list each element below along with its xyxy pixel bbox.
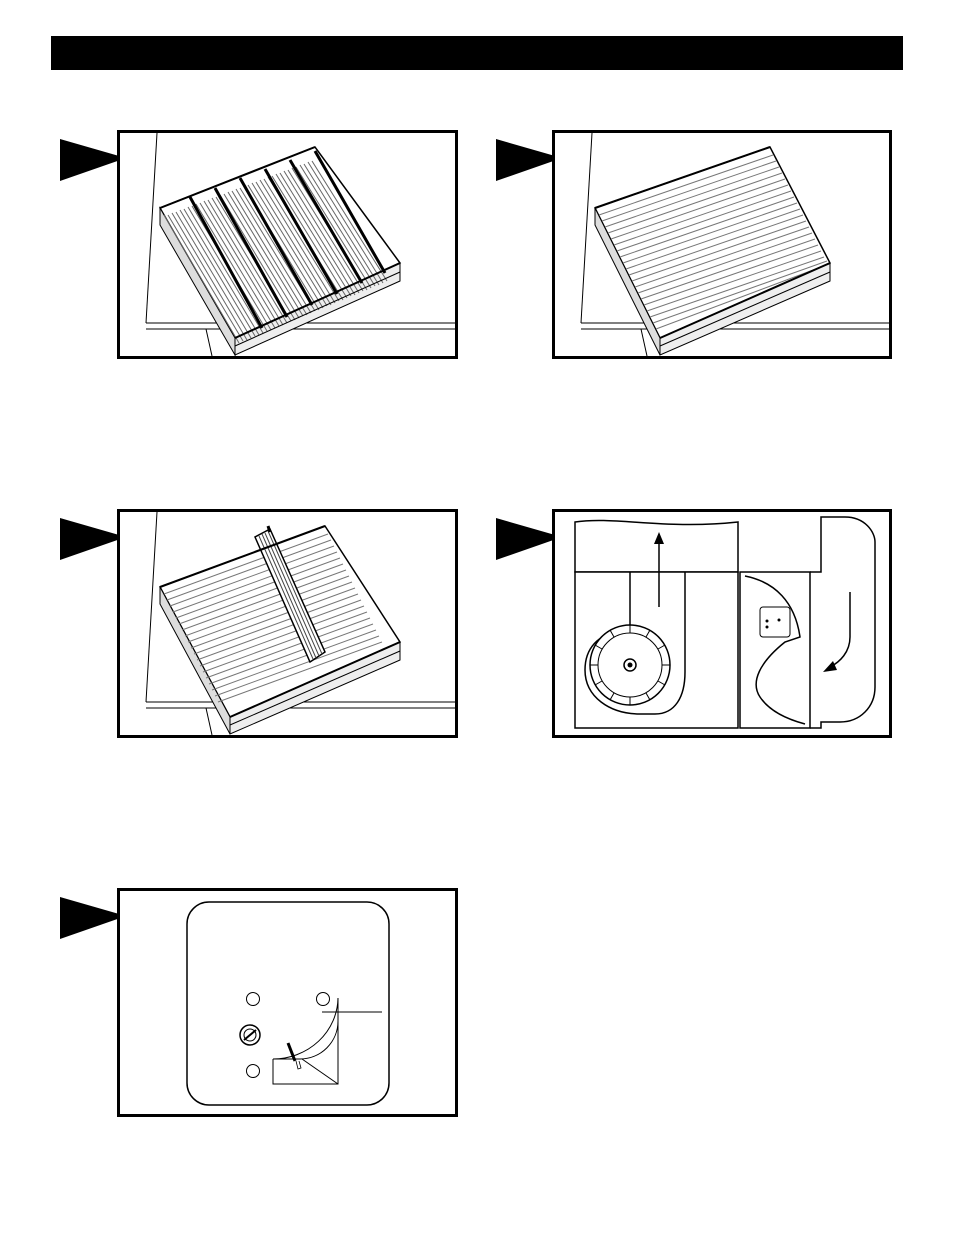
figure-5-control-knob-panel bbox=[117, 888, 458, 1117]
figure-1-filter-grille-with-bars bbox=[117, 130, 458, 359]
section-header-bar bbox=[51, 36, 903, 70]
section-header-title bbox=[51, 36, 52, 37]
figure-4-airflow-blower-diagram bbox=[552, 509, 892, 738]
figure-3-filter-removal bbox=[117, 509, 458, 738]
figure-2-filter-grille-plain bbox=[552, 130, 892, 359]
